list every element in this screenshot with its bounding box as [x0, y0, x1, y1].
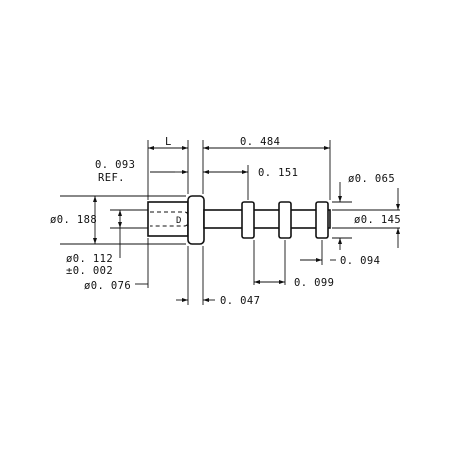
dimension-lines	[93, 146, 400, 302]
collar-3	[315, 201, 329, 239]
collar-2	[278, 201, 292, 239]
label-0151: 0. 151	[258, 167, 298, 179]
pin-part	[147, 195, 331, 245]
label-094: 0. 094	[340, 255, 380, 267]
label-ref: REF.	[98, 172, 125, 184]
label-L: L	[165, 136, 172, 148]
label-047: 0. 047	[220, 295, 260, 307]
shaft	[203, 209, 331, 229]
head-flange	[187, 195, 205, 245]
socket-body	[147, 201, 189, 237]
label-overall-length: 0. 484	[240, 136, 280, 148]
label-076: ø0. 076	[84, 280, 131, 292]
label-188: ø0. 188	[50, 214, 97, 226]
extension-lines	[60, 140, 400, 305]
label-099: 0. 099	[294, 277, 334, 289]
label-065: ø0. 065	[348, 173, 395, 185]
label-head-offset: 0. 093	[95, 159, 135, 171]
dimension-labels: L 0. 484 0. 093 REF. 0. 151 ø0. 065 ø0. …	[50, 136, 401, 307]
label-112: ø0. 112	[66, 253, 113, 265]
inner-mark: D	[176, 216, 182, 226]
collar-1	[241, 201, 255, 239]
label-145: ø0. 145	[354, 214, 401, 226]
label-tol-002: ±0. 002	[66, 265, 113, 277]
